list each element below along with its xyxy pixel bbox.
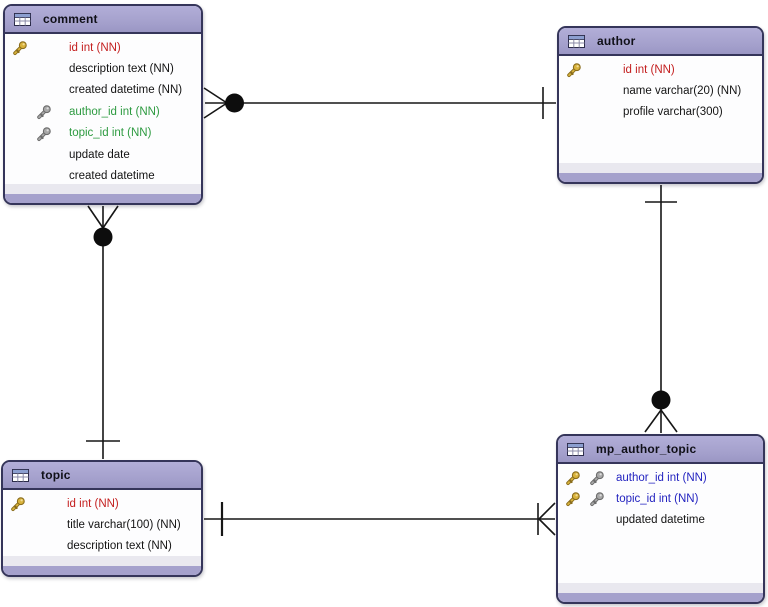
table-header-author[interactable]: author [559, 28, 762, 56]
gold-key-icon [10, 496, 26, 512]
field-row-author-profile[interactable]: profile varchar(300) [559, 102, 762, 123]
field-row-topic-id[interactable]: id int (NN) [3, 493, 201, 514]
crows-foot-many-icon [644, 409, 678, 433]
table-footer-strip [558, 583, 763, 593]
table-grid-icon [568, 34, 585, 48]
table-title: author [597, 34, 636, 48]
table-header-topic[interactable]: topic [3, 462, 201, 490]
table-grid-icon [12, 468, 29, 482]
table-footer-bar [3, 566, 201, 575]
field-row-comment-created[interactable]: created datetime (NN) [5, 80, 201, 101]
field-row-comment-topic_id[interactable]: topic_id int (NN) [5, 123, 201, 144]
field-label: id int (NN) [69, 41, 121, 54]
field-label: updated datetime [616, 514, 705, 527]
relationship-comment-author[interactable] [203, 87, 556, 119]
table-grid-icon [14, 12, 31, 26]
field-row-author-name[interactable]: name varchar(20) (NN) [559, 80, 762, 101]
field-label: description text (NN) [67, 540, 172, 553]
field-label: name varchar(20) (NN) [623, 85, 742, 98]
gray-key-icon [36, 126, 52, 142]
field-label: author_id int (NN) [69, 105, 160, 118]
field-label: description text (NN) [69, 63, 174, 76]
field-label: update date [69, 148, 130, 161]
field-row-mp_author_topic-author_id[interactable]: author_id int (NN) [558, 467, 763, 488]
table-footer-strip [559, 163, 762, 173]
field-label: author_id int (NN) [616, 471, 707, 484]
field-label: title varchar(100) (NN) [67, 519, 181, 532]
table-title: topic [41, 468, 71, 482]
solid-dot-icon [651, 390, 671, 410]
relationship-topic-mp-author-topic[interactable] [204, 502, 556, 536]
field-label: profile varchar(300) [623, 106, 723, 119]
field-row-mp_author_topic-updated[interactable]: updated datetime [558, 510, 763, 531]
crows-foot-many-icon [87, 205, 119, 229]
field-row-mp_author_topic-topic_id[interactable]: topic_id int (NN) [558, 488, 763, 509]
field-label: topic_id int (NN) [69, 127, 152, 140]
table-fields-comment: id int (NN) description text (NN) created … [5, 34, 201, 184]
field-label: topic_id int (NN) [616, 493, 699, 506]
table-fields-mp-author-topic: author_id int (NN) topic_id int (NN) updat… [558, 464, 763, 583]
gray-key-icon [36, 104, 52, 120]
table-footer-strip [3, 556, 201, 566]
table-header-mp-author-topic[interactable]: mp_author_topic [558, 436, 763, 464]
table-title: mp_author_topic [596, 442, 697, 456]
table-footer-bar [558, 593, 763, 602]
crows-foot-many-icon [203, 87, 228, 119]
table-title: comment [43, 12, 98, 26]
field-label: id int (NN) [623, 63, 675, 76]
field-row-comment-created[interactable]: created datetime [5, 165, 201, 184]
solid-dot-icon [93, 227, 113, 247]
table-header-comment[interactable]: comment [5, 6, 201, 34]
gold-key-icon [566, 62, 582, 78]
solid-dot-icon [225, 93, 244, 113]
gold-key-icon [565, 491, 581, 507]
table-footer-bar [559, 173, 762, 182]
field-row-author-id[interactable]: id int (NN) [559, 59, 762, 80]
gold-key-icon [12, 40, 28, 56]
field-label: created datetime (NN) [69, 84, 183, 97]
table-fields-topic: id int (NN) title varchar(100) (NN) descri… [3, 490, 201, 556]
table-footer-bar [5, 194, 201, 203]
entity-table-comment[interactable]: comment id int (NN) description text (NN)… [3, 4, 203, 205]
gold-key-icon [565, 470, 581, 486]
entity-table-mp-author-topic[interactable]: mp_author_topic author_id int (NN) topic_… [556, 434, 765, 604]
crows-foot-many-icon [538, 502, 556, 536]
table-fields-author: id int (NN) name varchar(20) (NN) profile … [559, 56, 762, 163]
gray-key-icon [589, 491, 605, 507]
field-label: id int (NN) [67, 497, 119, 510]
relationship-author-mp-author-topic[interactable] [644, 185, 678, 433]
field-row-topic-title[interactable]: title varchar(100) (NN) [3, 514, 201, 535]
table-grid-icon [567, 442, 584, 456]
field-row-comment-update[interactable]: update date [5, 144, 201, 165]
field-row-comment-author_id[interactable]: author_id int (NN) [5, 101, 201, 122]
field-row-comment-description[interactable]: description text (NN) [5, 58, 201, 79]
field-row-topic-description[interactable]: description text (NN) [3, 536, 201, 556]
entity-table-author[interactable]: author id int (NN) name varchar(20) (NN) p… [557, 26, 764, 184]
relationship-comment-topic[interactable] [86, 205, 120, 459]
gray-key-icon [589, 470, 605, 486]
field-label: created datetime [69, 170, 155, 183]
field-row-comment-id[interactable]: id int (NN) [5, 37, 201, 58]
entity-table-topic[interactable]: topic id int (NN) title varchar(100) (NN)… [1, 460, 203, 577]
table-footer-strip [5, 184, 201, 194]
